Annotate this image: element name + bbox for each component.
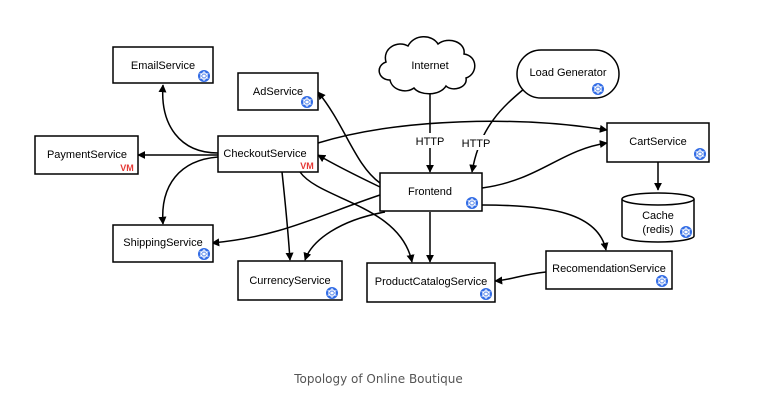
edge-frontend-recommendation: [481, 204, 609, 251]
cache-label-line1: Cache: [642, 210, 674, 222]
edge-frontend-currency: [303, 211, 386, 261]
frontend-label: Frontend: [408, 186, 452, 198]
node-checkout-service: CheckoutService VM: [217, 135, 319, 173]
internet-label: Internet: [411, 60, 448, 72]
node-internet: Internet: [378, 36, 476, 95]
node-shipping-service: ShippingService: [112, 224, 214, 263]
node-email-service: EmailService: [112, 46, 214, 84]
payment-service-label: PaymentService: [47, 149, 127, 161]
ad-service-label: AdService: [253, 86, 303, 98]
k8s-icon: [655, 274, 669, 288]
edge-frontend-checkout: [317, 154, 381, 188]
currency-service-label: CurrencyService: [249, 275, 330, 287]
node-payment-service: PaymentService VM: [34, 135, 139, 175]
cache-label-line2: (redis): [642, 224, 673, 236]
edges: [137, 84, 662, 285]
edge-loadgen-frontend: [469, 87, 526, 173]
diagram-caption: Topology of Online Boutique: [294, 372, 463, 386]
edge-checkout-cart: [317, 120, 608, 144]
k8s-icon: [693, 147, 707, 161]
node-recommendation-service: RecomendationService: [545, 250, 673, 290]
email-service-label: EmailService: [131, 60, 195, 72]
k8s-icon: [325, 286, 339, 300]
vm-badge: VM: [120, 163, 134, 173]
shipping-service-label: ShippingService: [123, 237, 203, 249]
cloud-icon: [378, 36, 476, 95]
edge-checkout-productcatalog: [299, 171, 415, 263]
edge-checkout-shipping: [158, 156, 219, 225]
k8s-icon: [679, 225, 693, 239]
k8s-icon: [591, 82, 605, 96]
node-currency-service: CurrencyService: [237, 260, 343, 301]
nodes: EmailService AdService Internet Load Gen…: [34, 36, 710, 303]
k8s-icon: [479, 287, 493, 301]
recommendation-service-label: RecomendationService: [552, 263, 666, 275]
k8s-icon: [197, 247, 211, 261]
node-cache-redis: Cache (redis): [621, 192, 695, 243]
database-cylinder-icon: [621, 199, 695, 243]
edge-frontend-ad: [317, 91, 381, 184]
edge-checkout-currency: [281, 171, 294, 261]
k8s-icon: [300, 95, 314, 109]
node-ad-service: AdService: [237, 72, 319, 111]
edge-frontend-cart: [481, 140, 608, 189]
edge-checkout-email: [158, 84, 219, 154]
http-label-loadgen: HTTP: [462, 138, 491, 150]
node-load-generator: Load Generator: [516, 49, 620, 99]
node-product-catalog-service: ProductCatalogService: [366, 262, 496, 303]
edge-labels: HTTP HTTP: [412, 133, 494, 150]
http-label-internet: HTTP: [416, 136, 445, 148]
node-cart-service: CartService: [606, 122, 710, 163]
edge-frontend-shipping: [211, 194, 381, 247]
node-frontend: Frontend: [379, 172, 483, 212]
edge-recommendation-productcatalog: [494, 271, 547, 285]
checkout-service-label: CheckoutService: [223, 148, 306, 160]
load-generator-label: Load Generator: [529, 67, 606, 79]
vm-badge: VM: [300, 161, 314, 171]
product-catalog-service-label: ProductCatalogService: [375, 276, 488, 288]
k8s-icon: [465, 196, 479, 210]
cart-service-label: CartService: [629, 136, 686, 148]
k8s-icon: [197, 69, 211, 83]
